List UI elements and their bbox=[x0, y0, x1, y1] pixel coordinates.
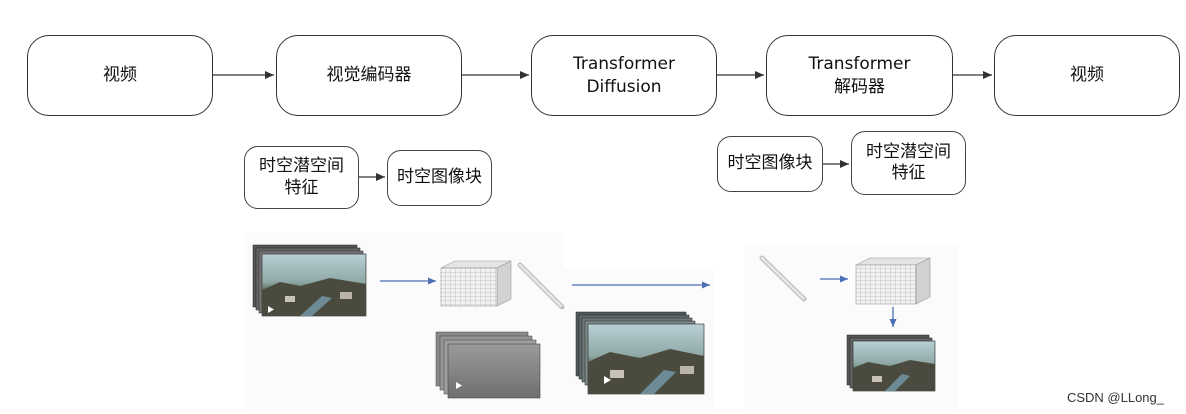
noisy-frames bbox=[435, 331, 541, 399]
encoder-latent-features-line2: 特征 bbox=[284, 177, 319, 198]
input-video-frames bbox=[252, 244, 367, 317]
node-output-video: 视频 bbox=[994, 35, 1180, 116]
latent-cube-left bbox=[440, 260, 512, 307]
node-transformer-diffusion: Transformer Diffusion bbox=[531, 35, 717, 116]
patch-sequence-right bbox=[759, 255, 807, 302]
decoder-latent-features-line2: 特征 bbox=[891, 163, 926, 183]
decoder-latent-features-line1: 时空潜空间 bbox=[866, 141, 951, 162]
node-transformer-decoder: Transformer 解码器 bbox=[766, 35, 953, 116]
decoder-patches-label: 时空图像块 bbox=[727, 153, 813, 174]
encoder-latent-features-line1: 时空潜空间 bbox=[259, 156, 344, 177]
node-visual-encoder: 视觉编码器 bbox=[276, 35, 462, 116]
node-visual-encoder-label: 视觉编码器 bbox=[326, 65, 412, 86]
node-transformer-diffusion-line2: Diffusion bbox=[586, 76, 662, 97]
watermark: CSDN @LLong_ bbox=[1066, 390, 1164, 405]
node-input-video: 视频 bbox=[27, 35, 213, 116]
node-input-video-label: 视频 bbox=[103, 65, 137, 86]
node-transformer-decoder-line2: 解码器 bbox=[834, 76, 885, 97]
decoder-patches-box: 时空图像块 bbox=[717, 136, 823, 192]
node-transformer-decoder-line1: Transformer bbox=[808, 54, 911, 75]
latent-cube-right bbox=[855, 257, 931, 305]
encoder-patches-label: 时空图像块 bbox=[397, 167, 482, 188]
generated-video-frames bbox=[575, 311, 705, 395]
output-video-frames bbox=[846, 334, 936, 392]
node-output-video-label: 视频 bbox=[1070, 65, 1104, 86]
encoder-patches-box: 时空图像块 bbox=[387, 150, 492, 206]
decoder-latent-features-box: 时空潜空间 特征 bbox=[851, 131, 966, 195]
patch-sequence-left bbox=[517, 262, 565, 310]
encoder-latent-features-box: 时空潜空间 特征 bbox=[244, 146, 359, 209]
node-transformer-diffusion-line1: Transformer bbox=[572, 54, 675, 75]
